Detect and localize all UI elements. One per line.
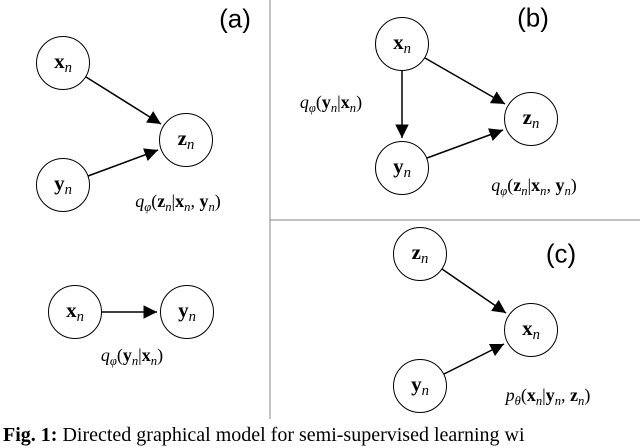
- node-a2-y: yn: [160, 285, 214, 339]
- expr-b-classifier: qφ(yn|xn): [299, 92, 363, 115]
- node-b-y: yn: [375, 141, 429, 195]
- expr-b-posterior-z: qφ(zn|xn, yn): [491, 175, 577, 198]
- expr-a-classifier: qφ(yn|xn): [100, 345, 164, 368]
- expr-c-generative: pθ(xn|yn, zn): [505, 385, 591, 408]
- panel-c-label: (c): [545, 238, 577, 269]
- arrow-c-y-to-x: [443, 343, 505, 375]
- node-a2-x: xn: [48, 285, 102, 339]
- arrow-a-x-to-z: [85, 76, 162, 125]
- node-a-x-label: xn: [54, 48, 72, 76]
- arrow-a-y-to-z: [87, 148, 159, 177]
- node-a-y-label: yn: [54, 170, 72, 198]
- node-a2-x-label: xn: [66, 297, 84, 325]
- node-a-x: xn: [36, 36, 90, 90]
- node-a-z: zn: [159, 113, 213, 167]
- node-c-z: zn: [393, 227, 447, 281]
- arrow-b-y-to-z: [426, 128, 504, 159]
- caption-tag: Fig. 1:: [3, 424, 58, 446]
- node-b-x: xn: [375, 17, 429, 71]
- node-a2-y-label: yn: [178, 297, 196, 325]
- node-a-y: yn: [36, 158, 90, 212]
- panel-a-label: (a): [219, 3, 251, 34]
- figure-caption: Fig. 1: Directed graphical model for sem…: [3, 424, 525, 447]
- node-b-z: zn: [504, 92, 558, 146]
- node-b-y-label: yn: [393, 153, 411, 181]
- node-a-z-label: zn: [177, 125, 195, 153]
- node-c-x: xn: [504, 303, 558, 357]
- node-c-z-label: zn: [411, 239, 429, 267]
- arrow-b-x-to-z: [424, 57, 506, 105]
- node-b-z-label: zn: [522, 104, 540, 132]
- panel-b-label: (b): [517, 2, 549, 33]
- node-c-x-label: xn: [522, 315, 540, 343]
- expr-a-posterior-z: qφ(zn|xn, yn): [135, 191, 221, 214]
- node-b-x-label: xn: [393, 29, 411, 57]
- node-c-y: yn: [393, 359, 447, 413]
- node-c-y-label: yn: [411, 371, 429, 399]
- arrow-c-z-to-x: [441, 268, 507, 314]
- caption-text: Directed graphical model for semi-superv…: [57, 424, 525, 446]
